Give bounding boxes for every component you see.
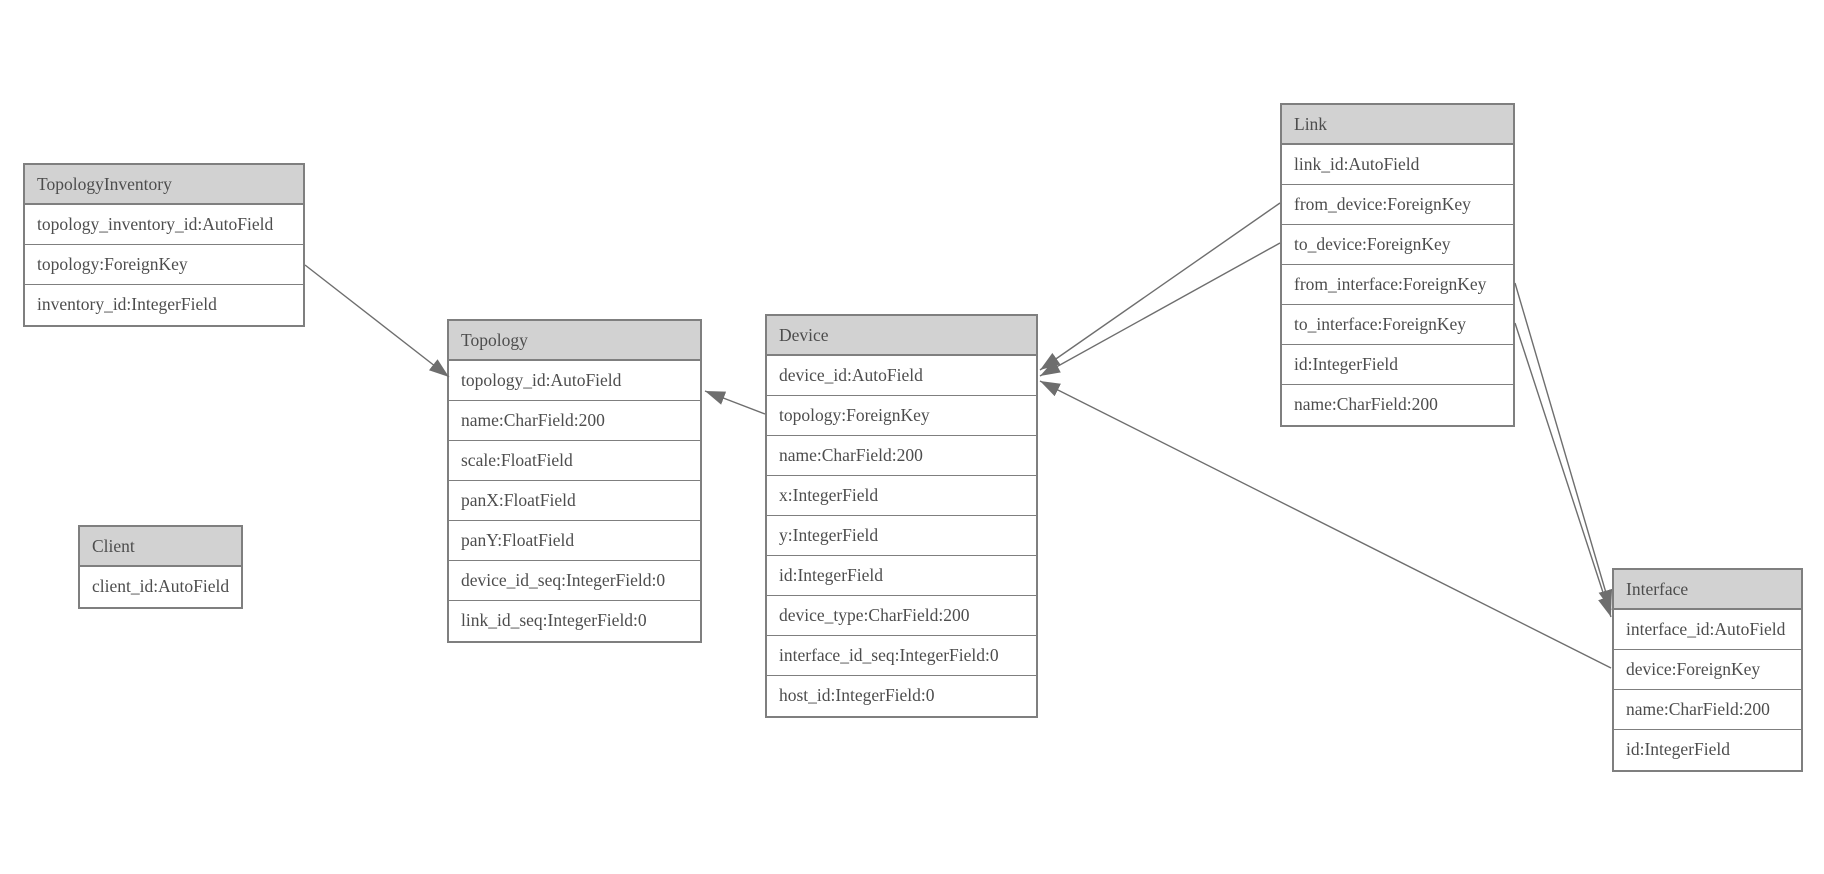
entity-field-row: host_id:IntegerField:0 [767,676,1036,716]
entity-field-row: x:IntegerField [767,476,1036,516]
entity-field-row: interface_id_seq:IntegerField:0 [767,636,1036,676]
entity-field-row: id:IntegerField [767,556,1036,596]
entity-field-row: client_id:AutoField [80,567,241,607]
edge-topologyinventory-topology-to-topology [304,264,450,378]
entity-title-device: Device [767,316,1036,356]
entity-title-topology-inventory: TopologyInventory [25,165,303,205]
entity-title-interface: Interface [1614,570,1801,610]
edge-link-from-interface-to-interface [1514,282,1613,611]
entity-field-row: name:CharField:200 [1282,385,1513,425]
entity-field-row: to_device:ForeignKey [1282,225,1513,265]
edge-link-to-device-to-device [1039,242,1281,377]
entity-field-row: name:CharField:200 [449,401,700,441]
entity-field-row: device_id_seq:IntegerField:0 [449,561,700,601]
entity-field-row: device_type:CharField:200 [767,596,1036,636]
entity-field-row: topology:ForeignKey [767,396,1036,436]
entity-field-row: id:IntegerField [1282,345,1513,385]
entity-field-row: id:IntegerField [1614,730,1801,770]
entity-field-row: panY:FloatField [449,521,700,561]
entity-field-row: topology:ForeignKey [25,245,303,285]
entity-title-topology: Topology [449,321,700,361]
entity-field-row: topology_inventory_id:AutoField [25,205,303,245]
entity-field-row: name:CharField:200 [1614,690,1801,730]
entity-field-row: link_id:AutoField [1282,145,1513,185]
entity-title-client: Client [80,527,241,567]
edge-device-topology-to-topology [704,390,766,415]
entity-field-row: device:ForeignKey [1614,650,1801,690]
entity-field-row: to_interface:ForeignKey [1282,305,1513,345]
entity-field-row: scale:FloatField [449,441,700,481]
entity-field-row: from_device:ForeignKey [1282,185,1513,225]
edge-link-to-interface-to-interface [1514,322,1612,618]
edge-link-from-device-to-device [1039,202,1281,371]
entity-field-row: device_id:AutoField [767,356,1036,396]
entity-field-row: interface_id:AutoField [1614,610,1801,650]
entity-field-row: topology_id:AutoField [449,361,700,401]
entity-field-row: inventory_id:IntegerField [25,285,303,325]
entity-field-row: y:IntegerField [767,516,1036,556]
entity-field-row: name:CharField:200 [767,436,1036,476]
entity-field-row: link_id_seq:IntegerField:0 [449,601,700,641]
entity-field-row: panX:FloatField [449,481,700,521]
entity-field-row: from_interface:ForeignKey [1282,265,1513,305]
entity-title-link: Link [1282,105,1513,145]
